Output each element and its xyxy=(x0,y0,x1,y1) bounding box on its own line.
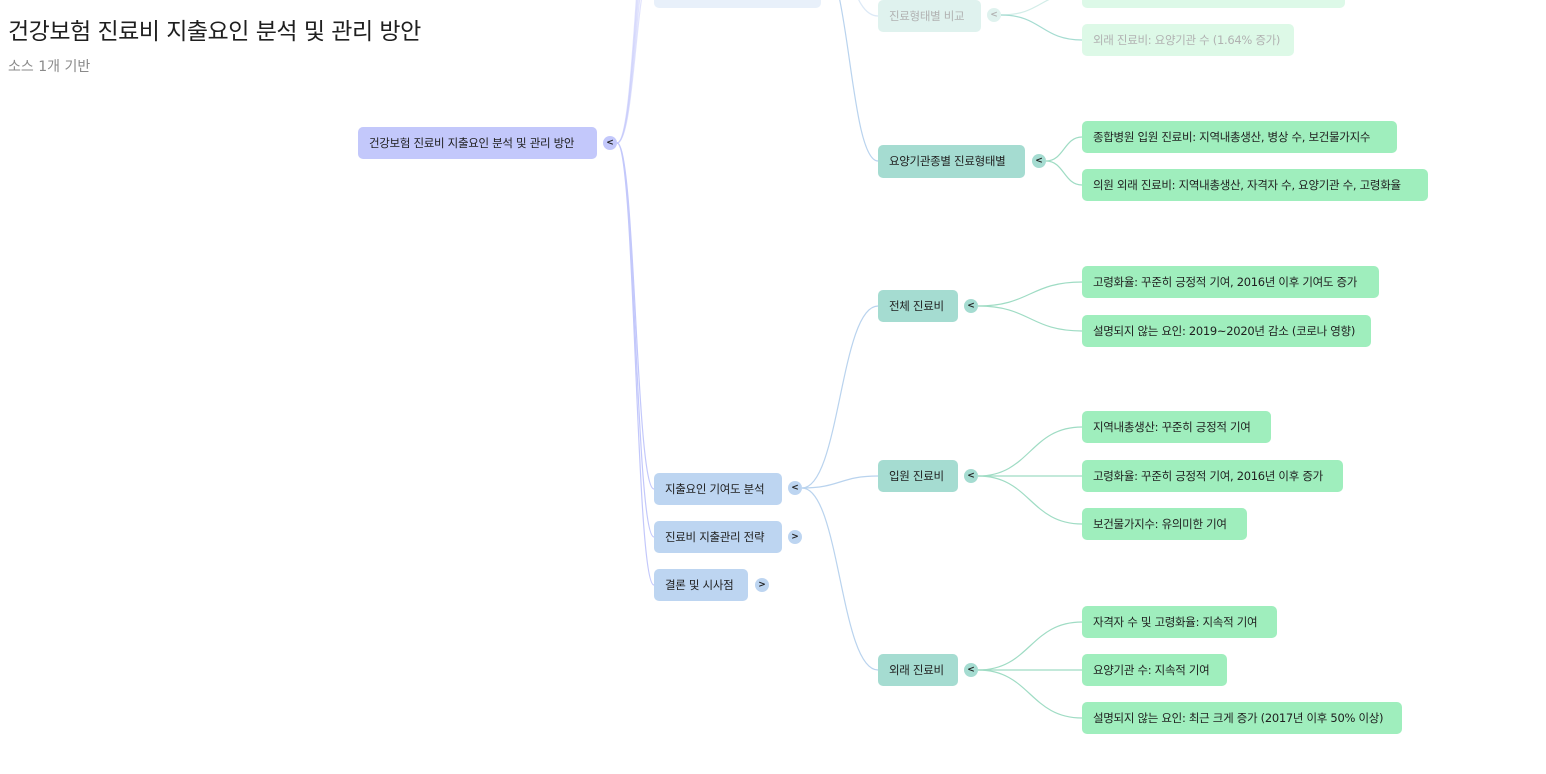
edge xyxy=(977,475,1083,525)
page-title: 건강보험 진료비 지출요인 분석 및 관리 방안 xyxy=(8,19,421,45)
mindmap-root-node[interactable]: 건강보험 진료비 지출요인 분석 및 관리 방안 xyxy=(358,127,597,159)
edge xyxy=(1045,136,1083,162)
mindmap-node-partial[interactable] xyxy=(654,0,821,8)
mindmap-leaf[interactable]: 지역내총생산: 꾸준히 긍정적 기여 xyxy=(1082,411,1271,443)
mindmap-node-contribution-analysis[interactable]: 지출요인 기여도 분석 xyxy=(654,473,782,505)
mindmap-leaf[interactable]: 보건물가지수: 유의미한 기여 xyxy=(1082,508,1247,540)
collapse-toggle[interactable]: < xyxy=(964,469,978,483)
edge xyxy=(1045,160,1083,186)
edge xyxy=(858,0,879,17)
edge xyxy=(1000,14,1083,41)
source-count: 소스 1개 기반 xyxy=(8,59,91,75)
mindmap-node-total-cost[interactable]: 전체 진료비 xyxy=(878,290,958,322)
mindmap-leaf[interactable]: 의원 외래 진료비: 지역내총생산, 자격자 수, 요양기관 수, 고령화율 xyxy=(1082,169,1428,201)
edge xyxy=(977,426,1083,477)
expand-toggle[interactable]: > xyxy=(755,578,769,592)
collapse-toggle[interactable]: < xyxy=(1032,154,1046,168)
mindmap-leaf[interactable]: 설명되지 않는 요인: 2019~2020년 감소 (코로나 영향) xyxy=(1082,315,1371,347)
mindmap-leaf[interactable]: 자격자 수 및 고령화율: 지속적 기여 xyxy=(1082,606,1277,638)
mindmap-node-conclusion[interactable]: 결론 및 시사점 xyxy=(654,569,748,601)
edge xyxy=(616,0,637,144)
collapse-toggle[interactable]: < xyxy=(964,663,978,677)
edge xyxy=(616,0,642,144)
collapse-toggle[interactable]: < xyxy=(603,136,617,150)
edge xyxy=(977,281,1083,307)
mindmap-node-inpatient-cost[interactable]: 입원 진료비 xyxy=(878,460,958,492)
edge xyxy=(616,0,639,144)
edge xyxy=(1000,0,1050,16)
edge xyxy=(616,0,641,144)
edge xyxy=(977,621,1083,671)
collapse-toggle[interactable]: < xyxy=(788,481,802,495)
edge xyxy=(801,487,879,671)
mindmap-leaf[interactable]: 설명되지 않는 요인: 최근 크게 증가 (2017년 이후 50% 이상) xyxy=(1082,702,1402,734)
mindmap-leaf[interactable]: 요양기관 수: 지속적 기여 xyxy=(1082,654,1227,686)
mindmap-node-institution-type[interactable]: 요양기관종별 진료형태별 xyxy=(878,145,1025,178)
mindmap-leaf[interactable]: 외래 진료비: 요양기관 수 (1.64% 증가) xyxy=(1082,24,1294,56)
collapse-toggle[interactable]: < xyxy=(964,299,978,313)
edge xyxy=(977,669,1083,719)
expand-toggle[interactable]: > xyxy=(788,530,802,544)
mindmap-node-outpatient-cost[interactable]: 외래 진료비 xyxy=(878,654,958,686)
edge xyxy=(801,475,879,489)
edge xyxy=(801,305,879,489)
edge xyxy=(616,142,655,586)
edge xyxy=(616,142,655,490)
edge xyxy=(977,305,1083,332)
edge xyxy=(616,142,655,538)
mindmap-node-care-type-comparison[interactable]: 진료형태별 비교 xyxy=(878,0,981,32)
mindmap-leaf[interactable]: 고령화율: 꾸준히 긍정적 기여, 2016년 이후 증가 xyxy=(1082,460,1343,492)
mindmap-leaf-partial[interactable] xyxy=(1082,0,1345,8)
mindmap-leaf[interactable]: 고령화율: 꾸준히 긍정적 기여, 2016년 이후 기여도 증가 xyxy=(1082,266,1379,298)
mindmap-node-management-strategy[interactable]: 진료비 지출관리 전략 xyxy=(654,521,782,553)
edge xyxy=(616,0,638,144)
collapse-toggle[interactable]: < xyxy=(987,8,1001,22)
edge xyxy=(839,0,879,162)
mindmap-leaf[interactable]: 종합병원 입원 진료비: 지역내총생산, 병상 수, 보건물가지수 xyxy=(1082,121,1397,153)
